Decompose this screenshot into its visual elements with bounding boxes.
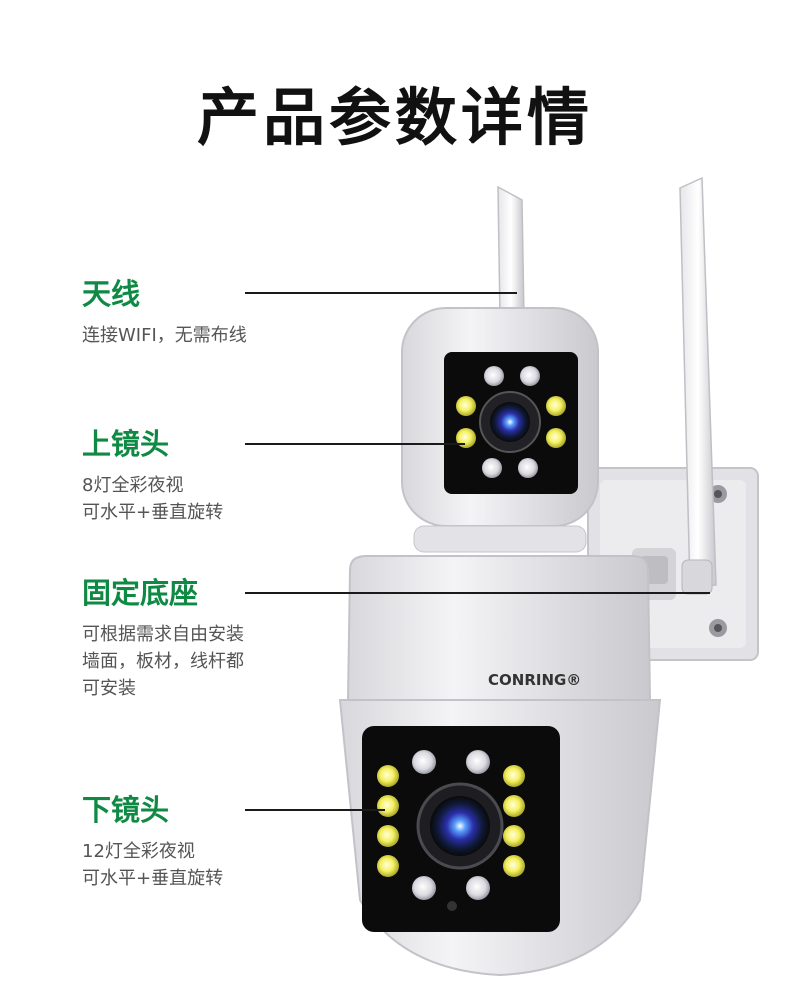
feature-desc-line: 可根据需求自由安装 xyxy=(82,624,244,645)
leader-line-base xyxy=(245,592,710,594)
brand-logo: CONRING® xyxy=(488,671,581,689)
leader-line-lower-lens xyxy=(245,809,385,811)
leader-line-upper-lens xyxy=(245,443,465,445)
feature-title: 天线 xyxy=(82,277,141,311)
antenna-right xyxy=(679,176,717,595)
feature-title: 固定底座 xyxy=(82,576,199,610)
feature-desc-line: 12灯全彩夜视 xyxy=(82,841,195,862)
feature-upper-lens: 上镜头 8灯全彩夜视 可水平+垂直旋转 xyxy=(82,426,223,526)
feature-lower-lens: 下镜头 12灯全彩夜视 可水平+垂直旋转 xyxy=(82,792,223,892)
feature-desc-line: 连接WIFI，无需布线 xyxy=(82,325,247,346)
feature-desc-line: 墙面，板材，线杆都 xyxy=(82,651,244,672)
lower-camera-head xyxy=(338,699,662,977)
upper-camera-head xyxy=(401,307,599,527)
feature-title: 下镜头 xyxy=(82,793,170,827)
camera-neck xyxy=(413,525,587,553)
main-body: CONRING® xyxy=(346,555,652,701)
feature-desc-line: 可水平+垂直旋转 xyxy=(82,868,224,889)
page-title: 产品参数详情 xyxy=(196,81,593,154)
feature-title: 上镜头 xyxy=(82,427,170,461)
feature-desc-line: 可安装 xyxy=(82,678,136,699)
feature-desc-line: 8灯全彩夜视 xyxy=(82,475,184,496)
feature-antenna: 天线 连接WIFI，无需布线 xyxy=(82,276,247,349)
leader-line-antenna xyxy=(245,292,517,294)
antenna-left xyxy=(497,185,525,319)
feature-desc-line: 可水平+垂直旋转 xyxy=(82,502,224,523)
feature-fixed-base: 固定底座 可根据需求自由安装 墙面，板材，线杆都 可安装 xyxy=(82,575,244,702)
